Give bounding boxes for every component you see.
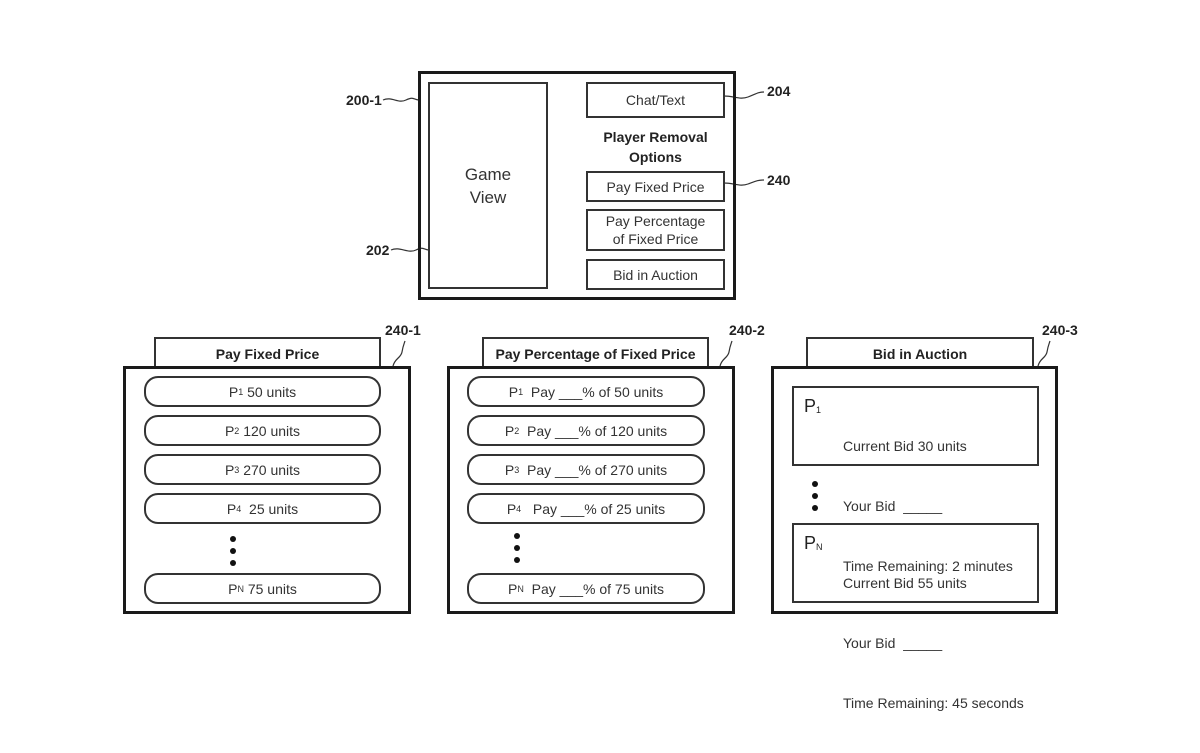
your-bid-field[interactable]: Your Bid _____ [843,498,943,514]
player-symbol: P [804,396,817,416]
game-view[interactable]: Game View [428,82,548,289]
player-symbol: P [508,383,519,400]
player-subscript: 2 [514,425,520,436]
player-subscript: 1 [238,386,244,397]
chat-text-button[interactable]: Chat/Text [586,82,725,118]
player-symbol: P [224,461,235,478]
player-subscript: 1 [816,405,822,415]
percentage-text: Pay ___% of 50 units [523,383,664,400]
player-symbol: P [804,533,817,553]
your-bid-field[interactable]: Your Bid _____ [843,635,943,651]
ref-label-panel-2: 240-2 [729,322,765,338]
tab-pay-percentage[interactable]: Pay Percentage of Fixed Price [482,337,709,368]
heading-line-2: Options [629,149,682,165]
ref-label-options: 240 [767,172,791,188]
player-subscript: N [517,583,524,594]
auction-card-p1[interactable]: P1 Current Bid 30 units Your Bid _____ T… [792,386,1039,574]
price-text: 120 units [239,422,301,439]
pay-percentage-label-line1: Pay Percentage [605,213,706,229]
price-text: 25 units [241,500,299,517]
auction-card-pn[interactable]: PN Current Bid 55 units Your Bid _____ T… [792,523,1039,711]
bid-in-auction-label: Bid in Auction [613,266,698,283]
player-subscript: 3 [234,464,240,475]
player-symbol: P [226,500,237,517]
price-text: 50 units [243,383,297,400]
time-remaining: Time Remaining: 45 seconds [843,695,1024,711]
percentage-text: Pay ___% of 270 units [519,461,668,478]
player-subscript: 4 [516,503,522,514]
player-subscript: 3 [514,464,520,475]
player-subscript: N [237,583,244,594]
ref-label-panel-1: 240-1 [385,322,421,338]
heading-line-1: Player Removal [603,129,708,145]
panel-bid-in-auction [771,366,1058,614]
leader-240-1 [392,340,406,367]
pay-percentage-button[interactable]: Pay Percentage of Fixed Price [586,209,725,251]
percentage-text: Pay ___% of 120 units [519,422,668,439]
player-removal-options-heading: Player Removal Options [586,127,725,167]
bid-in-auction-button[interactable]: Bid in Auction [586,259,725,290]
player-symbol: P [224,422,235,439]
game-view-label-line2: View [469,187,507,207]
player-symbol: P [506,500,517,517]
player-symbol: P [228,580,238,597]
tab-label: Pay Percentage of Fixed Price [495,345,696,362]
player-symbol: P [504,422,515,439]
game-view-label-line1: Game [464,164,512,184]
device-screen [418,71,736,300]
tab-pay-fixed-price[interactable]: Pay Fixed Price [154,337,381,368]
current-bid: Current Bid 55 units [843,575,967,591]
pay-fixed-price-label: Pay Fixed Price [606,178,705,195]
player-symbol: P [504,461,515,478]
leader-200-1 [382,97,420,102]
percentage-text: Pay ___% of 25 units [521,500,666,517]
player-label: PN [804,533,823,554]
price-text: 270 units [239,461,301,478]
ellipsis-icon [812,481,818,511]
leader-240-3 [1037,340,1051,367]
ref-label-panel-3: 240-3 [1042,322,1078,338]
ellipsis-icon [230,536,236,566]
panel-pay-percentage [447,366,735,614]
chat-text-label: Chat/Text [625,92,686,108]
tab-label: Pay Fixed Price [215,345,320,362]
tab-label: Bid in Auction [872,345,968,362]
current-bid: Current Bid 30 units [843,438,967,454]
ref-label-chat: 204 [767,83,791,99]
ref-label-game-view: 202 [366,242,390,258]
pay-percentage-label-line2: of Fixed Price [612,231,699,247]
player-symbol: P [508,580,518,597]
player-subscript: 2 [234,425,240,436]
player-subscript: 1 [518,386,524,397]
leader-240-2 [719,340,733,367]
ref-label-device: 200-1 [346,92,382,108]
ellipsis-icon [514,533,520,563]
player-symbol: P [228,383,239,400]
percentage-text: Pay ___% of 75 units [523,580,664,597]
panel-pay-fixed-price [123,366,411,614]
player-subscript: N [816,542,823,552]
tab-bid-in-auction[interactable]: Bid in Auction [806,337,1034,368]
price-text: 75 units [243,580,297,597]
pay-fixed-price-button[interactable]: Pay Fixed Price [586,171,725,202]
player-subscript: 4 [236,503,242,514]
player-label: P1 [804,396,821,417]
time-remaining: Time Remaining: 2 minutes [843,558,1013,574]
